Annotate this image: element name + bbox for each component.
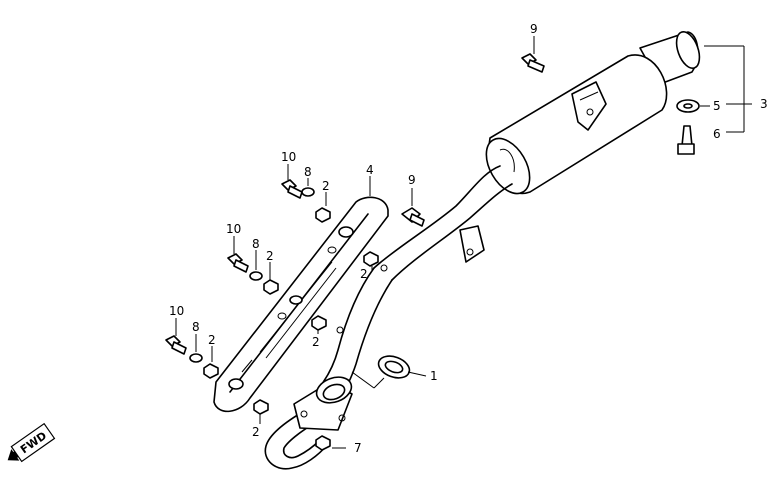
- bolt-icon: [227, 253, 249, 273]
- callout-9-muffler: 9: [530, 22, 538, 36]
- nut-icon: [203, 363, 219, 379]
- bolt-icon: [521, 53, 545, 73]
- callout-10-lower: 10: [169, 304, 184, 318]
- callout-6: 6: [713, 127, 721, 141]
- bolt-icon: [677, 125, 695, 155]
- callout-2-pipe-middle: 2: [312, 335, 320, 349]
- callout-2-top: 2: [322, 179, 330, 193]
- nut-icon: [315, 435, 331, 451]
- callout-3: 3: [760, 97, 768, 111]
- washer-icon: [189, 353, 203, 363]
- callout-1: 1: [430, 369, 438, 383]
- callout-4: 4: [366, 163, 374, 177]
- muffler: [485, 31, 701, 195]
- callout-2-middle: 2: [266, 249, 274, 263]
- exhaust-pipe: [264, 165, 513, 470]
- callout-9-pipe: 9: [408, 173, 416, 187]
- callout-2-lower: 2: [208, 333, 216, 347]
- callout-labels: 1 3 4 5 6 7 9 9 10 10 10 8 8 8 2 2 2 2 2…: [169, 22, 768, 455]
- callout-8-lower: 8: [192, 320, 200, 334]
- nut-icon: [363, 251, 379, 267]
- callout-10-top: 10: [281, 150, 296, 164]
- callout-5: 5: [713, 99, 721, 113]
- nut-icon: [315, 207, 331, 223]
- callout-2-pipe-upper: 2: [360, 267, 368, 281]
- bolt-icon: [281, 179, 303, 199]
- washer-icon: [249, 271, 263, 281]
- leader-lines: [175, 36, 752, 449]
- washer-icon: [676, 99, 700, 113]
- fwd-direction-indicator: FWD: [7, 422, 56, 463]
- callout-10-middle: 10: [226, 222, 241, 236]
- nut-icon: [311, 315, 327, 331]
- heat-shield: [213, 196, 389, 413]
- callout-2-pipe-lower: 2: [252, 425, 260, 439]
- gasket: [377, 355, 411, 379]
- callout-8-top: 8: [304, 165, 312, 179]
- nut-icon: [263, 279, 279, 295]
- washer-icon: [301, 187, 315, 197]
- nut-icon: [253, 399, 269, 415]
- callout-7: 7: [354, 441, 362, 455]
- bolt-icon: [401, 207, 425, 227]
- bolt-icon: [165, 335, 187, 355]
- callout-8-middle: 8: [252, 237, 260, 251]
